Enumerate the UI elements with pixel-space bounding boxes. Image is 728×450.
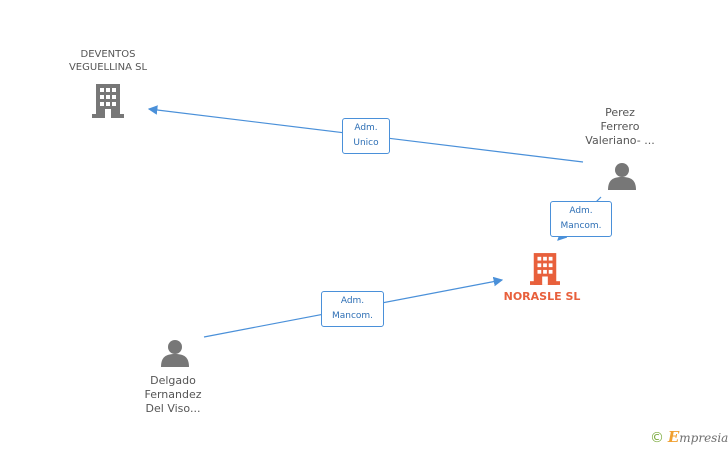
building-icon — [530, 253, 560, 285]
node-label-line: Delgado — [150, 374, 196, 387]
edge-label-line: Mancom. — [331, 311, 374, 321]
edge-label-perez-norasle[interactable]: Adm. Mancom. — [550, 201, 612, 237]
person-icon — [161, 340, 189, 367]
node-label-line: NORASLE SL — [503, 290, 581, 303]
node-label-line: Ferrero — [600, 120, 640, 133]
edge-label-line: Adm. — [340, 296, 365, 306]
edge-label-perez-deventos[interactable]: Adm. Unico — [342, 118, 390, 154]
edge-label-line: Adm. — [569, 206, 593, 216]
brand-name: mpresia — [679, 431, 728, 445]
brand-footer: © Empresia — [650, 428, 728, 446]
node-label-line: VEGUELLINA SL — [68, 62, 148, 73]
node-label-deventos[interactable]: DEVENTOS VEGUELLINA SL — [48, 48, 168, 74]
node-label-line: Del Viso... — [145, 402, 201, 415]
edge-label-line: Unico — [353, 138, 379, 148]
node-label-norasle[interactable]: NORASLE SL — [492, 290, 592, 304]
node-label-line: Valeriano- ... — [585, 134, 655, 147]
node-label-line: Fernandez — [144, 388, 202, 401]
building-icon — [92, 84, 124, 118]
node-label-perez[interactable]: Perez Ferrero Valeriano- ... — [570, 106, 670, 148]
edge-label-line: Mancom. — [560, 221, 602, 231]
person-icon — [608, 163, 636, 190]
node-label-line: Perez — [605, 106, 635, 119]
brand-logo[interactable]: Empresia — [667, 428, 728, 446]
node-label-line: DEVENTOS — [80, 49, 136, 60]
edge-label-line: Adm. — [354, 123, 378, 133]
node-label-delgado[interactable]: Delgado Fernandez Del Viso... — [123, 374, 223, 416]
brand-initial: E — [667, 428, 680, 446]
edge-label-delgado-norasle[interactable]: Adm. Mancom. — [321, 291, 384, 327]
copyright-icon: © — [650, 430, 664, 446]
